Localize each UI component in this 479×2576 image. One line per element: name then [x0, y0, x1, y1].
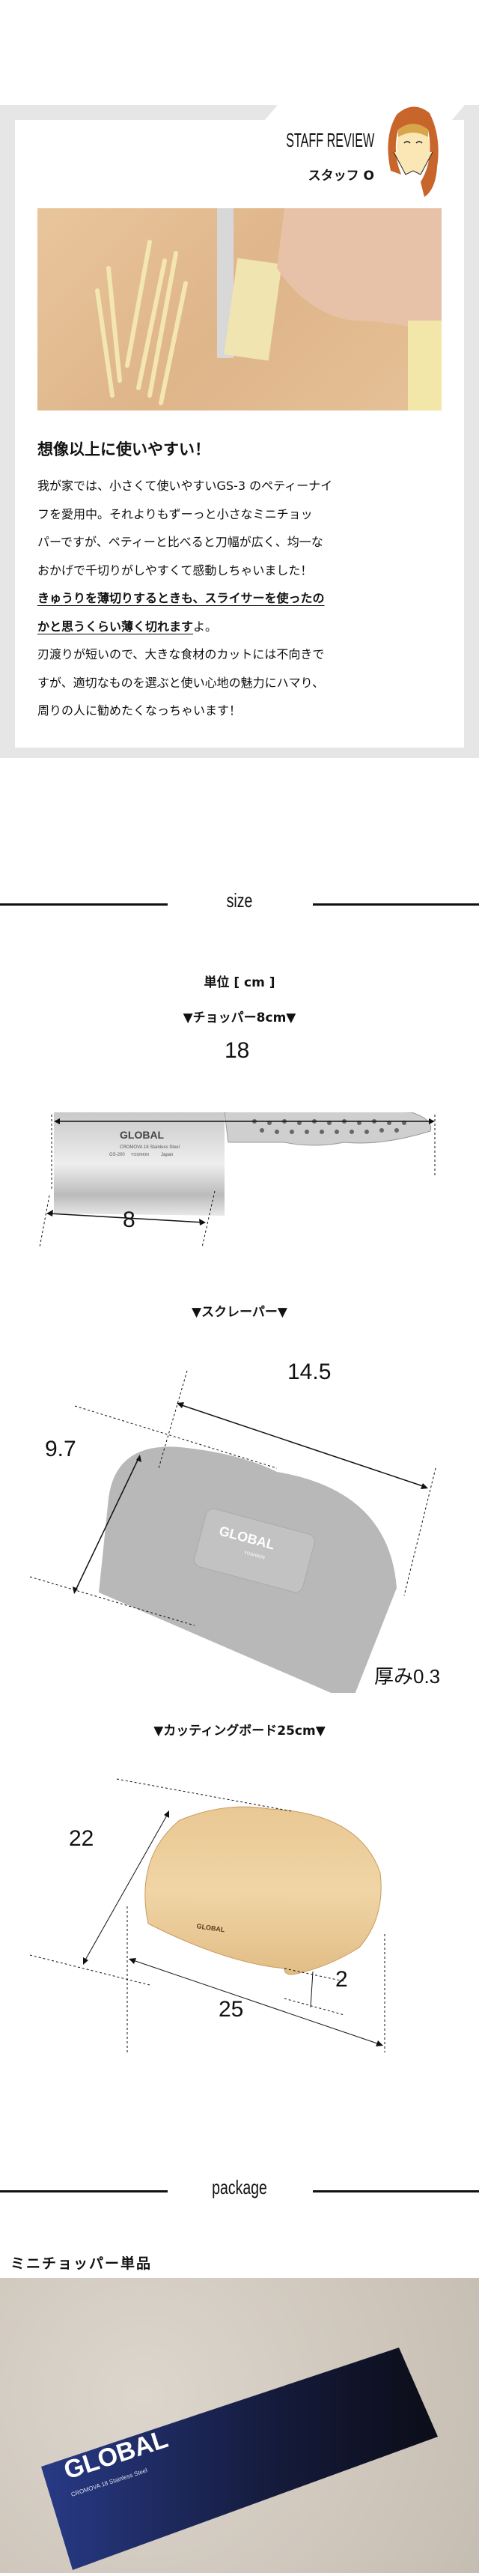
knife-origin: Japan [161, 1153, 173, 1157]
unit-label: 単位 [ cm ] [204, 975, 275, 990]
scraper-image: GLOBAL YOSHIKIN [29, 1370, 436, 1693]
review-emphasis-line: かと思うくらい薄く切れますよ。 [37, 613, 445, 641]
review-body: 我が家では、小さくて使いやすいGS-3 のペティーナイ フを愛用中。それよりもず… [37, 472, 445, 725]
review-line: 刃渡りが短いので、大きな食材のカットには不向きで [37, 647, 325, 661]
review-line: 周りの人に勧めたくなっちゃいます！ [37, 703, 242, 718]
scraper-label: ▼スクレーパー▼ [192, 1305, 287, 1320]
scraper-thickness-value: 厚み0.3 [374, 1665, 441, 1688]
review-line: 我が家では、小さくて使いやすいGS-3 のペティーナイ [37, 479, 333, 493]
scraper-height-value: 9.7 [45, 1437, 76, 1461]
review-line: フを愛用中。それよりもずーっと小さなミニチョッ [37, 506, 313, 521]
review-line: パーですが、ペティーと比べると刀幅が広く、均一な [37, 535, 323, 549]
chopper-label: ▼チョッパー8cm▼ [183, 1010, 296, 1025]
staff-avatar-illustration [388, 106, 439, 197]
package-section-header: package [0, 2176, 479, 2206]
package-item-label: ミニチョッパー単品 [10, 2255, 153, 2272]
board-depth-value: 22 [69, 1826, 94, 1851]
size-section-header: size [0, 889, 479, 919]
staff-review-label: STAFF REVIEW [286, 129, 374, 151]
package-box [41, 2348, 438, 2570]
review-emphasis-text: きゅうりを薄切りするときも、スライサーを使ったの [37, 591, 325, 605]
review-emphasis-text: かと思うくらい薄く切れます [37, 619, 194, 634]
knife-brand: GLOBAL [120, 1129, 165, 1141]
size-title: size [226, 889, 253, 912]
review-line: すが、適切なものを選ぶと使い心地の魅力にハマり、 [37, 675, 325, 690]
divider [0, 2190, 168, 2192]
review-emphasis-tail: よ。 [193, 619, 218, 634]
cutting-board-label: ▼カッティングボード25cm▼ [153, 1724, 326, 1739]
staff-name: スタッフ O [308, 169, 374, 184]
divider [313, 903, 479, 906]
review-heading: 想像以上に使いやすい！ [37, 440, 210, 458]
package-photo: GLOBAL CROMOVA 18 Stainless Steel [0, 2278, 479, 2573]
knife-model: GS-200 [109, 1153, 125, 1157]
chopper-blade-value: 8 [123, 1207, 135, 1232]
board-width-value: 25 [219, 1997, 244, 2022]
divider [313, 2190, 479, 2192]
review-emphasis-line: きゅうりを薄切りするときも、スライサーを使ったの [37, 584, 445, 613]
review-line: おかげで千切りがしやすくて感動しちゃいました！ [37, 563, 313, 578]
package-title: package [212, 2176, 267, 2198]
knife-maker: YOSHIKIN [131, 1153, 149, 1157]
chopper-length-value: 18 [225, 1038, 250, 1063]
knife-engraving: CROMOVA 18 Stainless Steel [120, 1145, 180, 1150]
cutting-board-image: GLOBAL [29, 1778, 385, 2052]
chopper-knife-image: GLOBAL CROMOVA 18 Stainless Steel GS-200… [54, 1112, 432, 1216]
divider [0, 903, 168, 906]
board-thickness-value: 2 [335, 1967, 348, 1992]
scraper-width-value: 14.5 [287, 1360, 332, 1384]
chopper-dimension-lines [39, 1115, 436, 1248]
review-photo-cutting-ginger [37, 208, 442, 410]
